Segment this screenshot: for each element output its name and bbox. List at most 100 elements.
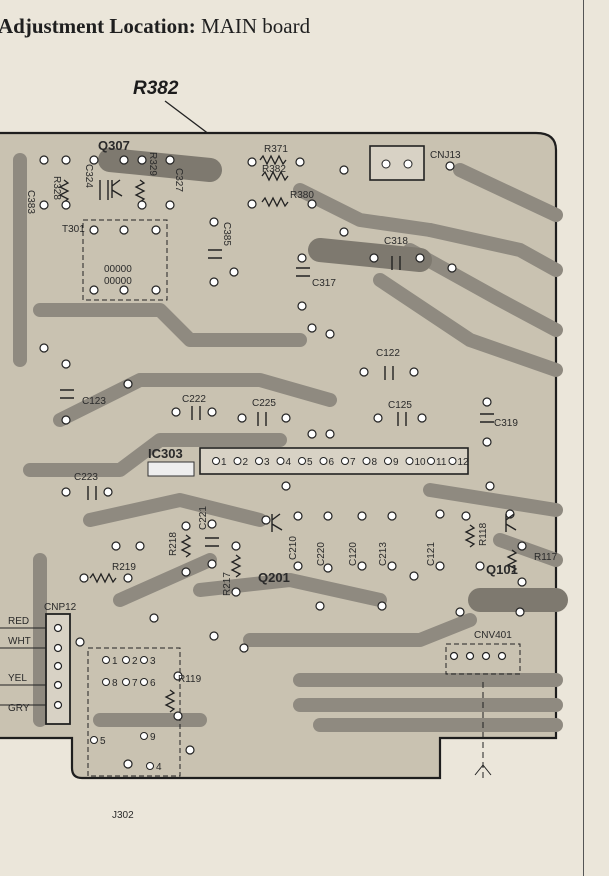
label-c120: C120 — [348, 542, 359, 566]
callout-r382: R382 — [133, 78, 179, 99]
label-r329: R329 — [147, 152, 158, 176]
j302-pin-number: 7 — [132, 678, 138, 689]
label-r328: R328 — [51, 176, 62, 200]
pads — [39, 155, 527, 769]
wire-label-red: RED — [8, 616, 29, 627]
label-c220: C220 — [316, 542, 327, 566]
j302-pin-number: 5 — [100, 736, 106, 747]
label-c221: C221 — [198, 506, 209, 530]
label-c213: C213 — [378, 542, 389, 566]
ic303-pin-pad — [319, 457, 328, 465]
ic303-pin-pad — [405, 457, 414, 465]
label-q101: Q101 — [486, 562, 518, 577]
cnv401-arrow — [474, 764, 492, 776]
j302-pin-number: 2 — [132, 656, 138, 667]
ic303-pin-pad — [427, 457, 435, 465]
label-cnj13: CNJ13 — [430, 150, 461, 161]
j302-pins: 1 2 3 8 7 6 5 9 4 — [90, 656, 162, 773]
ic303-pin-pad — [255, 457, 263, 465]
label-c225: C225 — [252, 398, 276, 409]
label-r380: R380 — [290, 190, 314, 201]
ic303-pin-number: 5 — [307, 457, 313, 468]
label-j302: J302 — [112, 810, 134, 821]
j302-pin-number: 8 — [112, 678, 118, 689]
label-c317: C317 — [312, 278, 336, 289]
wire-leads — [0, 627, 46, 706]
heading-colon: : — [188, 14, 196, 38]
copper-traces — [13, 153, 563, 732]
label-c327: C327 — [173, 168, 184, 192]
wire-label-yel: YEL — [8, 673, 27, 684]
j302-pin-number: 9 — [150, 732, 156, 743]
label-q201: Q201 — [258, 570, 290, 585]
label-c210: C210 — [288, 536, 299, 560]
label-c122: C122 — [376, 348, 400, 359]
ic303-pin-number: 12 — [458, 457, 470, 468]
ic303-pin-number: 2 — [243, 457, 249, 468]
label-r371: R371 — [264, 144, 288, 155]
label-q307: Q307 — [98, 138, 130, 153]
label-r119: R119 — [178, 674, 202, 685]
label-r218: R218 — [168, 532, 179, 556]
j302-pin-number: 1 — [112, 656, 118, 667]
j302-pin-pad — [102, 656, 110, 664]
label-r117: R117 — [534, 552, 558, 563]
ic303-pin-number: 3 — [264, 457, 270, 468]
ic303-body — [199, 447, 469, 475]
ic303-pin-number: 4 — [286, 457, 292, 468]
wire-label-wht: WHT — [8, 636, 31, 647]
label-t301: T301 — [62, 224, 85, 235]
ic303-pin-pad — [212, 457, 220, 465]
j302-pin-pad — [122, 656, 130, 664]
cnj13-box — [369, 145, 425, 181]
ic303-pin-pad — [233, 457, 242, 465]
wire-label-gry: GRY — [8, 703, 30, 714]
j302-pin-pad — [90, 736, 98, 744]
label-c125: C125 — [388, 400, 412, 411]
label-ic303: IC303 — [148, 446, 183, 461]
ic303-pin-pad — [276, 457, 285, 465]
j302-pin-pad — [146, 762, 154, 770]
ic303-pin-pad — [362, 457, 371, 465]
ic303-pin-pad — [448, 457, 457, 465]
j302-pin-pad — [102, 678, 110, 686]
heading-prefix: Adjustment Location — [0, 14, 189, 38]
j302-pin-pad — [140, 732, 148, 740]
t301-outline — [82, 219, 168, 301]
j302-pin-number: 4 — [156, 762, 162, 773]
t301-coil-bottom: 00000 — [104, 276, 132, 287]
ic303-pin-number: 6 — [329, 457, 335, 468]
label-c121: C121 — [426, 542, 437, 566]
label-c223: C223 — [74, 472, 98, 483]
label-c123: C123 — [82, 396, 106, 407]
j302-pin-pad — [140, 678, 148, 686]
ic303-marker — [147, 461, 195, 477]
label-c324: C324 — [83, 164, 94, 188]
label-cnp12: CNP12 — [44, 602, 77, 613]
label-c222: C222 — [182, 394, 206, 405]
ic303-pin-number: 1 — [221, 457, 227, 468]
ic303-pin-number: 10 — [415, 457, 427, 468]
j302-pin-number: 6 — [150, 678, 156, 689]
label-r217: R217 — [222, 572, 233, 596]
ic303-pin-pad — [341, 457, 349, 465]
label-c383: C383 — [25, 190, 36, 214]
label-c385: C385 — [221, 222, 232, 246]
j302-pin-number: 3 — [150, 656, 156, 667]
capacitors — [60, 180, 494, 547]
ic303-pin-pad — [384, 457, 392, 465]
ic303-pin-number: 7 — [350, 457, 356, 468]
heading-value: MAIN board — [201, 14, 311, 38]
label-cnv401: CNV401 — [474, 630, 512, 641]
label-c319: C319 — [494, 418, 518, 429]
t301-coil-top: 00000 — [104, 264, 132, 275]
label-c318: C318 — [384, 236, 408, 247]
ic303-pin-number: 11 — [436, 457, 447, 468]
j302-pin-pad — [122, 678, 130, 686]
page-right-rule — [583, 0, 584, 876]
page-heading: Adjustment Location: MAIN board — [0, 14, 310, 39]
resistors — [58, 154, 518, 713]
